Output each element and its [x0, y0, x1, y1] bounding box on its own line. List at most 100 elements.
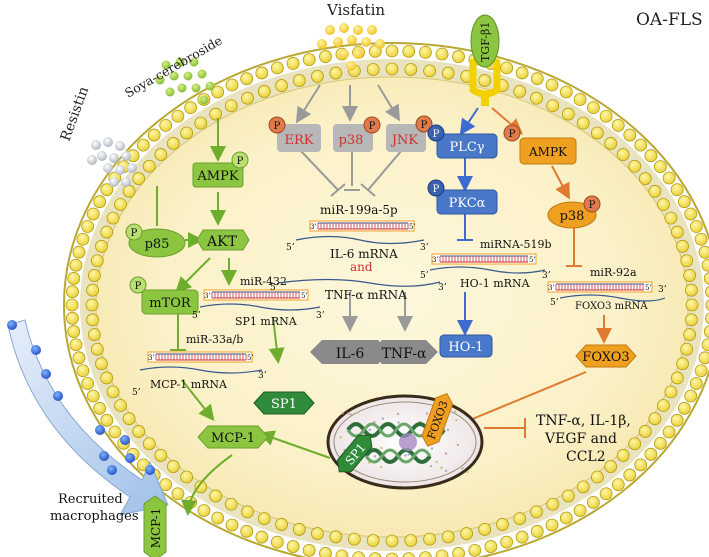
lipid-head	[155, 449, 167, 461]
lipid-head	[403, 45, 415, 57]
lipid-head	[639, 425, 651, 437]
lipid-head	[577, 117, 589, 129]
lipid-head	[612, 479, 624, 491]
ligand-dot	[127, 163, 137, 173]
lipid-head	[453, 547, 465, 557]
lipid-head	[293, 75, 305, 87]
ligand-dot	[87, 155, 97, 165]
lipid-head	[155, 149, 167, 161]
lipid-head	[516, 67, 528, 79]
macrophage-dot	[99, 451, 109, 461]
svg-text:p85: p85	[145, 237, 170, 252]
svg-text:P: P	[589, 200, 596, 211]
lipid-head	[88, 269, 100, 281]
lipid-head	[560, 86, 572, 98]
svg-text:SP1: SP1	[271, 397, 297, 412]
lipid-head	[198, 504, 210, 516]
lipid-head	[461, 528, 473, 540]
svg-text:5’: 5’	[247, 354, 254, 362]
lipid-head	[424, 65, 436, 77]
lipid-head	[405, 63, 417, 75]
lipid-head	[95, 358, 107, 370]
lipid-head	[133, 425, 145, 437]
svg-text:P: P	[274, 121, 281, 132]
lipid-head	[574, 504, 586, 516]
ligand-dot	[317, 39, 327, 49]
lipid-head	[665, 212, 677, 224]
lipid-head	[424, 533, 436, 545]
lipid-head	[546, 79, 558, 91]
lipid-head	[94, 196, 106, 208]
lipid-head	[685, 208, 697, 220]
svg-text:AMPK: AMPK	[196, 169, 238, 184]
svg-text:3’: 3’	[548, 284, 555, 292]
svg-text:3’: 3’	[258, 371, 267, 381]
ligand-dot	[339, 23, 349, 33]
lipid-head	[319, 547, 331, 557]
lipid-head	[624, 469, 636, 481]
svg-text:5’: 5’	[270, 283, 279, 293]
lipid-head	[241, 506, 253, 518]
cell-label: OA-FLS	[636, 10, 703, 30]
svg-text:IL-6: IL-6	[336, 346, 365, 362]
lipid-head	[695, 365, 707, 377]
lipid-head	[591, 471, 603, 483]
svg-text:3’: 3’	[542, 271, 551, 281]
ligand-dot	[121, 177, 131, 187]
ligand-dot	[375, 39, 385, 49]
lipid-head	[195, 117, 207, 129]
macrophage-dot	[120, 435, 130, 445]
sp1-mrna-label: SP1 mRNA	[235, 315, 298, 328]
ligand-dot	[115, 141, 125, 151]
macrophage-dot	[145, 465, 155, 475]
lipid-head	[66, 299, 78, 311]
lipid-head	[109, 426, 121, 438]
lipid-head	[107, 386, 119, 398]
lipid-head	[436, 48, 448, 60]
lipid-head	[665, 386, 677, 398]
lipid-head	[82, 221, 94, 233]
ligand-dot	[346, 61, 356, 71]
svg-text:ERK: ERK	[285, 133, 314, 148]
lipid-head	[94, 402, 106, 414]
and-label: and	[350, 260, 373, 274]
lipid-head	[605, 137, 617, 149]
lipid-head	[367, 63, 379, 75]
lipid-head	[624, 129, 636, 141]
lipid-head	[185, 102, 197, 114]
svg-text:PLCγ: PLCγ	[449, 140, 484, 155]
svg-text:3’: 3’	[438, 283, 447, 293]
lipid-head	[671, 372, 683, 384]
lipid-head	[635, 459, 647, 471]
lipid-head	[663, 426, 675, 438]
svg-text:5’: 5’	[192, 311, 201, 321]
svg-text:3’: 3’	[148, 354, 155, 362]
lipid-head	[77, 365, 89, 377]
lipid-head	[514, 85, 526, 97]
lipid-head	[330, 531, 342, 543]
lipid-head	[148, 129, 160, 141]
lipid-head	[271, 536, 283, 548]
lipid-head	[143, 160, 155, 172]
lipid-head	[501, 62, 513, 74]
lipid-head	[629, 438, 641, 450]
lipid-head	[293, 523, 305, 535]
lipid-head	[686, 299, 698, 311]
lipid-head	[115, 399, 127, 411]
lipid-head	[531, 73, 543, 85]
svg-text:5’: 5’	[420, 271, 429, 281]
svg-text:miRNA-519b: miRNA-519b	[480, 238, 552, 251]
lipid-head	[87, 284, 99, 296]
lipid-head	[645, 150, 657, 162]
macrophage-dot	[125, 453, 135, 463]
lipid-head	[547, 100, 559, 112]
svg-text:P: P	[237, 156, 244, 167]
lipid-head	[181, 127, 193, 139]
lipid-head	[684, 269, 696, 281]
lipid-head	[226, 519, 238, 531]
lipid-head	[210, 490, 222, 502]
lipid-head	[649, 413, 661, 425]
lipid-head	[546, 519, 558, 531]
lipid-head	[101, 414, 113, 426]
